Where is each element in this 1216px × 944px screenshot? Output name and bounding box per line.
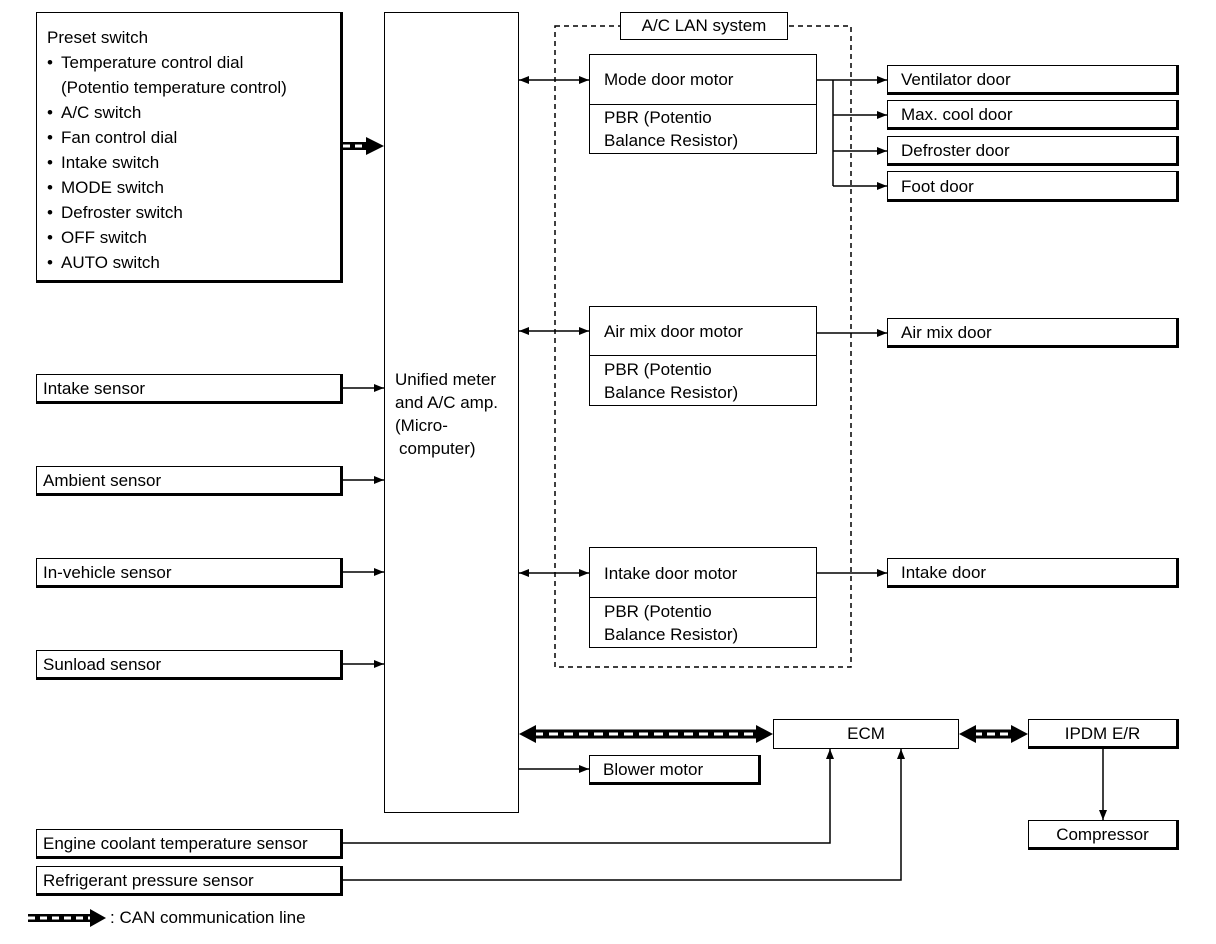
intake-door-label: Intake door (901, 563, 987, 582)
preset-item: •MODE switch (47, 178, 164, 197)
max-cool-door-label: Max. cool door (901, 105, 1013, 124)
compressor-box: Compressor (1028, 820, 1179, 850)
legend-can-label: : CAN communication line (110, 908, 306, 927)
pbr-label-line2: Balance Resistor) (604, 131, 739, 150)
defroster-door-box: Defroster door (887, 136, 1179, 166)
ambient-sensor-label: Ambient sensor (43, 471, 162, 490)
refrigerant-sensor-box: Refrigerant pressure sensor (36, 866, 343, 896)
intake-door-motor-box: Intake door motor PBR (Potentio Balance … (589, 547, 817, 648)
mode-door-motor-label: Mode door motor (604, 70, 734, 89)
preset-item: •AUTO switch (47, 253, 160, 272)
engine-coolant-sensor-label: Engine coolant temperature sensor (43, 834, 308, 853)
can-line-ecm-ipdm (959, 725, 1028, 743)
legend-can-sample (28, 909, 106, 927)
preset-item: •Temperature control dial (47, 53, 244, 72)
intake-door-box: Intake door (887, 558, 1179, 588)
lan-system-title: A/C LAN system (620, 12, 788, 40)
amp-label-line4: computer) (399, 439, 476, 458)
preset-item: •Defroster switch (47, 203, 183, 222)
ipdm-er-label: IPDM E/R (1064, 724, 1141, 743)
intake-door-motor-label: Intake door motor (604, 564, 738, 583)
blower-motor-label: Blower motor (603, 760, 704, 779)
in-vehicle-sensor-box: In-vehicle sensor (36, 558, 343, 588)
compressor-label: Compressor (1056, 825, 1149, 844)
ambient-sensor-box: Ambient sensor (36, 466, 343, 496)
preset-item: •A/C switch (47, 103, 142, 122)
pbr-label-line2: Balance Resistor) (604, 625, 739, 644)
in-vehicle-sensor-label: In-vehicle sensor (43, 563, 172, 582)
pbr-label-line1: PBR (Potentio (604, 602, 712, 621)
refrigerant-sensor-label: Refrigerant pressure sensor (43, 871, 254, 890)
unified-meter-ac-amp-box: Unified meter and A/C amp. (Micro- compu… (384, 12, 519, 813)
sunload-sensor-label: Sunload sensor (43, 655, 162, 674)
ventilator-door-label: Ventilator door (901, 70, 1011, 89)
preset-item: •Fan control dial (47, 128, 178, 147)
intake-sensor-box: Intake sensor (36, 374, 343, 404)
mode-motor-divider (590, 104, 816, 105)
amp-label-line1: Unified meter (395, 370, 497, 389)
pbr-label-line2: Balance Resistor) (604, 383, 739, 402)
foot-door-box: Foot door (887, 171, 1179, 202)
pbr-label-line1: PBR (Potentio (604, 108, 712, 127)
ipdm-er-box: IPDM E/R (1028, 719, 1179, 749)
air-mix-door-motor-box: Air mix door motor PBR (Potentio Balance… (589, 306, 817, 406)
air-mix-motor-divider (590, 355, 816, 356)
air-mix-door-box: Air mix door (887, 318, 1179, 348)
engine-coolant-sensor-box: Engine coolant temperature sensor (36, 829, 343, 859)
intake-sensor-label: Intake sensor (43, 379, 146, 398)
preset-item: •OFF switch (47, 228, 147, 247)
mode-door-motor-box: Mode door motor PBR (Potentio Balance Re… (589, 54, 817, 154)
sunload-sensor-box: Sunload sensor (36, 650, 343, 680)
preset-item: •Intake switch (47, 153, 160, 172)
max-cool-door-box: Max. cool door (887, 100, 1179, 130)
arrow-refrigerant-to-ecm (343, 749, 905, 881)
blower-motor-box: Blower motor (589, 755, 761, 785)
preset-switch-title: Preset switch (47, 28, 149, 47)
amp-label-line3: (Micro- (395, 416, 448, 435)
air-mix-door-motor-label: Air mix door motor (604, 322, 743, 341)
can-line-amp-ecm (519, 725, 773, 743)
arrow-engine-coolant-to-ecm (343, 749, 834, 844)
ecm-label: ECM (847, 724, 885, 743)
preset-item: (Potentio temperature control) (61, 78, 287, 97)
amp-label-line2: and A/C amp. (395, 393, 499, 412)
mode-door-links (817, 76, 887, 190)
ventilator-door-box: Ventilator door (887, 65, 1179, 95)
foot-door-label: Foot door (901, 177, 974, 196)
air-mix-door-label: Air mix door (901, 323, 992, 342)
can-line-preset (343, 137, 384, 155)
pbr-label-line1: PBR (Potentio (604, 360, 712, 379)
defroster-door-label: Defroster door (901, 141, 1010, 160)
preset-switch-list: Preset switch •Temperature control dial … (47, 25, 287, 275)
preset-switch-box: Preset switch •Temperature control dial … (36, 12, 343, 283)
ecm-box: ECM (773, 719, 959, 749)
intake-motor-divider (590, 597, 816, 598)
